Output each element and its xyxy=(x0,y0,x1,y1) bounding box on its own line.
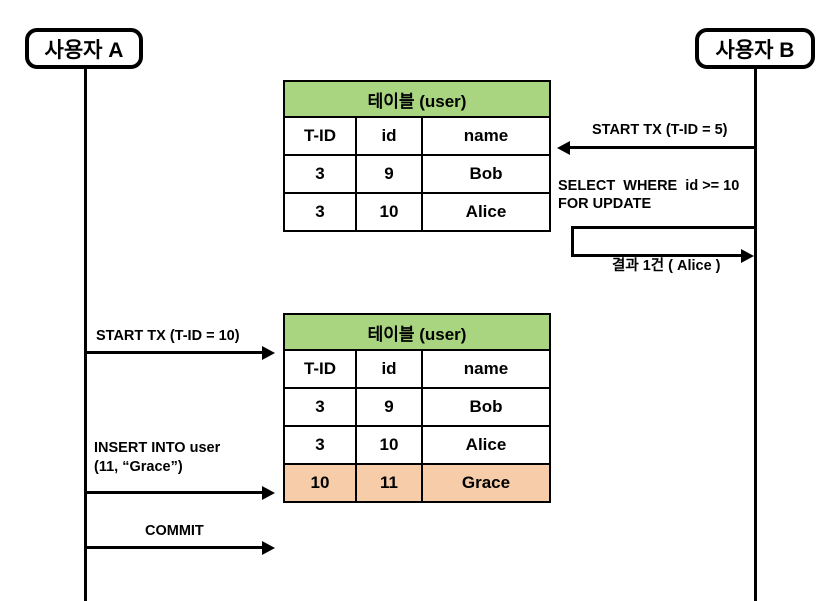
message-label-result: 결과 1건 ( Alice ) xyxy=(612,258,721,274)
arrow-head-left-icon xyxy=(557,140,570,155)
cell-tid: 3 xyxy=(283,192,357,232)
message-arrow-insert-line xyxy=(85,491,263,494)
lifeline-user-b xyxy=(754,69,757,601)
table-header-row: T-ID id name xyxy=(283,116,551,156)
cell-name: Alice xyxy=(421,425,551,465)
arrow-head-right-icon xyxy=(262,540,275,555)
cell-id: 10 xyxy=(355,425,423,465)
actor-label-user-a: 사용자 A xyxy=(44,38,124,62)
table-row: 3 10 Alice xyxy=(283,192,551,232)
message-label-select-line2: FOR UPDATE xyxy=(558,196,652,212)
cell-tid: 10 xyxy=(283,463,357,503)
cell-id: 9 xyxy=(355,387,423,427)
message-label-start-tx-b: START TX (T-ID = 5) xyxy=(592,122,728,138)
table-row-highlighted: 10 11 Grace xyxy=(283,463,551,503)
actor-box-user-b: 사용자 B xyxy=(695,28,815,69)
message-label-insert-line2: (11, “Grace”) xyxy=(94,459,183,475)
lifeline-user-a xyxy=(84,69,87,601)
arrow-head-right-icon xyxy=(262,345,275,360)
column-header-tid: T-ID xyxy=(283,116,357,156)
column-header-tid: T-ID xyxy=(283,349,357,389)
table-title: 테이블 (user) xyxy=(283,313,551,351)
cell-tid: 3 xyxy=(283,425,357,465)
table-header-row: T-ID id name xyxy=(283,349,551,389)
message-label-start-tx-a: START TX (T-ID = 10) xyxy=(96,328,240,344)
message-label-commit: COMMIT xyxy=(145,523,204,539)
message-label-select-line1: SELECT WHERE id >= 10 xyxy=(558,178,740,194)
cell-tid: 3 xyxy=(283,387,357,427)
cell-name: Bob xyxy=(421,387,551,427)
cell-id: 11 xyxy=(355,463,423,503)
cell-name: Grace xyxy=(421,463,551,503)
cell-tid: 3 xyxy=(283,154,357,194)
message-arrow-start-tx-b-line xyxy=(570,146,756,149)
actor-label-user-b: 사용자 B xyxy=(715,38,795,62)
arrow-head-right-icon xyxy=(262,485,275,500)
message-arrow-commit-line xyxy=(85,546,263,549)
column-header-name: name xyxy=(421,349,551,389)
self-loop-left-segment xyxy=(571,226,574,257)
table-row: 3 9 Bob xyxy=(283,154,551,194)
cell-name: Bob xyxy=(421,154,551,194)
self-loop-bottom-segment xyxy=(571,254,743,257)
table-title-row: 테이블 (user) xyxy=(283,313,551,351)
actor-box-user-a: 사용자 A xyxy=(25,28,143,69)
arrow-head-right-icon xyxy=(741,248,754,263)
table-row: 3 10 Alice xyxy=(283,425,551,465)
message-label-insert-line1: INSERT INTO user xyxy=(94,440,221,456)
user-table-initial: 테이블 (user) T-ID id name 3 9 Bob 3 10 Ali… xyxy=(283,80,551,232)
column-header-name: name xyxy=(421,116,551,156)
cell-id: 9 xyxy=(355,154,423,194)
cell-id: 10 xyxy=(355,192,423,232)
table-row: 3 9 Bob xyxy=(283,387,551,427)
message-arrow-start-tx-a-line xyxy=(85,351,263,354)
self-loop-top-segment xyxy=(571,226,756,229)
table-title: 테이블 (user) xyxy=(283,80,551,118)
column-header-id: id xyxy=(355,349,423,389)
column-header-id: id xyxy=(355,116,423,156)
cell-name: Alice xyxy=(421,192,551,232)
table-title-row: 테이블 (user) xyxy=(283,80,551,118)
user-table-after-insert: 테이블 (user) T-ID id name 3 9 Bob 3 10 Ali… xyxy=(283,313,551,503)
